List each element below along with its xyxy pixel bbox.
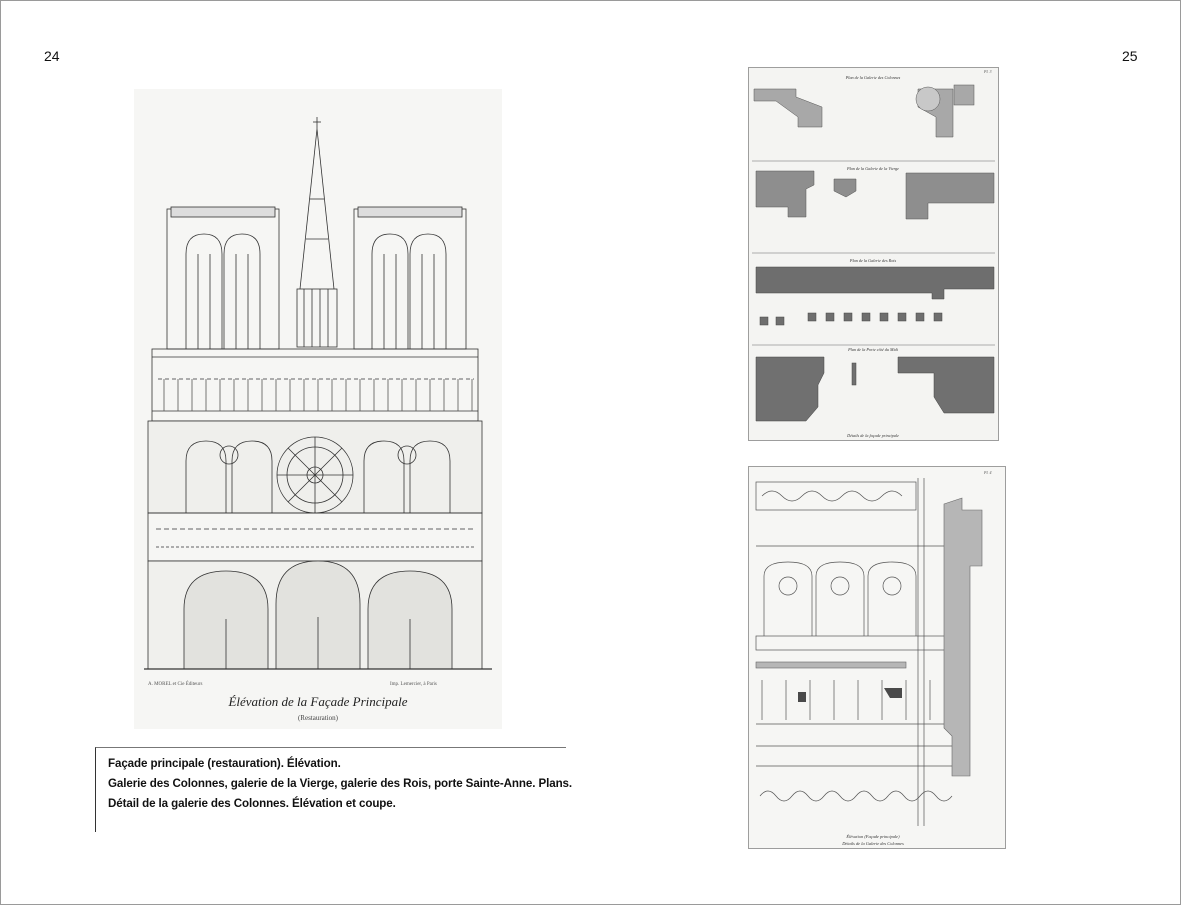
caption-line-detail: Détail de la galerie des Colonnes. Éléva… bbox=[108, 797, 396, 810]
detail-caption-line-2: Détails de la Galerie des Colonnes bbox=[841, 841, 904, 846]
gallery-detail-plate: Pl. 4 bbox=[748, 466, 1006, 849]
plan-label-vierge: Plan de la Galerie de la Vierge bbox=[846, 166, 899, 171]
facade-credit-right: Imp. Lemercier, à Paris bbox=[390, 682, 437, 687]
detail-caption-line-1: Élévation (Façade principale) bbox=[845, 834, 900, 839]
page-number-right: 25 bbox=[1122, 48, 1138, 64]
plan-label-rois: Plan de la Galerie des Rois bbox=[849, 258, 897, 263]
gallery-detail-drawing: Pl. 4 bbox=[748, 466, 1006, 849]
plans-drawing: Pl. 3 bbox=[748, 67, 999, 441]
figure-caption: Façade principale (restauration). Élévat… bbox=[95, 747, 572, 832]
facade-plate-title: Élévation de la Façade Principale bbox=[227, 694, 407, 709]
facade-elevation-plate: A. MOREL et Cie Éditeurs Imp. Lemercier,… bbox=[134, 89, 502, 729]
plan-label-porte: Plan de la Porte côté du Midi bbox=[847, 347, 899, 352]
plans-plate: Pl. 3 bbox=[748, 67, 999, 441]
plans-plate-caption: Détails de la façade principale bbox=[846, 433, 899, 438]
caption-line-facade: Façade principale (restauration). Élévat… bbox=[108, 757, 341, 770]
plans-plate-number: Pl. 3 bbox=[983, 69, 992, 74]
page-number-left: 24 bbox=[44, 48, 60, 64]
facade-plate-subtitle: (Restauration) bbox=[298, 714, 339, 722]
facade-credit-left: A. MOREL et Cie Éditeurs bbox=[148, 681, 202, 687]
plan-label-colonnes: Plan de la Galerie des Colonnes bbox=[845, 75, 901, 80]
facade-elevation-drawing: A. MOREL et Cie Éditeurs Imp. Lemercier,… bbox=[144, 117, 492, 722]
caption-line-plans: Galerie des Colonnes, galerie de la Vier… bbox=[108, 777, 573, 790]
detail-plate-number: Pl. 4 bbox=[983, 470, 992, 475]
